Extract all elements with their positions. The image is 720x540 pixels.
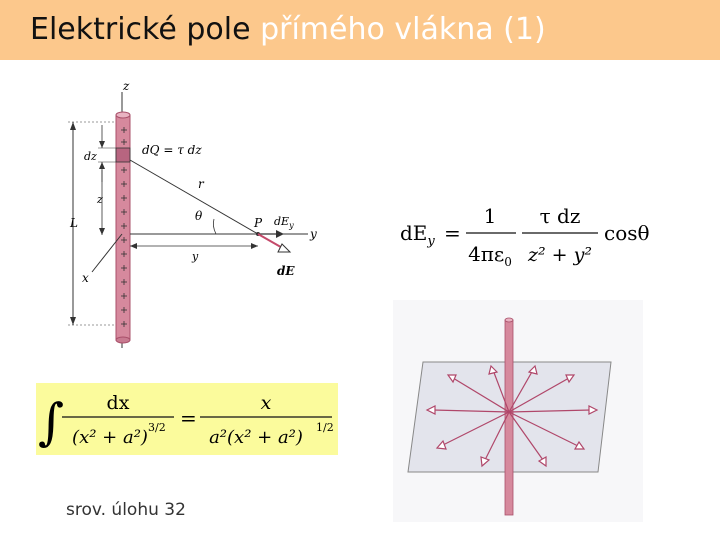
integral-formula: ∫ dx (x² + a²) 3/2 = x a²(x² + a²) 1/2 (38, 392, 334, 451)
label-dQ: dQ = τ dz (142, 143, 202, 157)
rod-field-diagram: z L dz z dQ = τ dz r θ (68, 79, 317, 348)
label-x: x (82, 271, 89, 285)
title-part-1: Elektrické pole (30, 12, 251, 47)
eq-num2: τ dz (540, 204, 581, 228)
int-den-left: (x² + a²) (72, 427, 148, 448)
note-text: srov. úlohu 32 (66, 500, 186, 520)
radial-field-diagram (393, 300, 643, 522)
header-bar: Elektrické pole přímého vlákna (1) (0, 0, 720, 60)
label-r: r (198, 177, 205, 191)
rod-charges (121, 127, 127, 327)
integral-box: ∫ dx (x² + a²) 3/2 = x a²(x² + a²) 1/2 (36, 383, 338, 455)
eq-tail: cosθ (604, 221, 650, 245)
eq-den2: z² + y² (527, 244, 592, 266)
label-z-dist: z (96, 193, 103, 206)
int-num-left: dx (107, 392, 130, 414)
label-L: L (69, 216, 78, 230)
int-exp-left: 3/2 (148, 421, 166, 434)
eq-num1: 1 (484, 204, 497, 228)
field-arrows (425, 364, 599, 468)
int-den-right: a²(x² + a²) (209, 427, 303, 448)
svg-text:=: = (444, 221, 461, 245)
int-num-right: x (261, 392, 272, 414)
label-y-dist: y (191, 250, 199, 263)
label-z-axis: z (122, 79, 130, 93)
r-line (129, 159, 259, 235)
label-dz: dz (84, 150, 97, 163)
int-exp-right: 1/2 (316, 421, 334, 434)
title-part-2: přímého vlákna (1) (260, 12, 546, 47)
integral-sign: ∫ (38, 393, 64, 451)
eq-den1: 4πε0 (468, 242, 512, 269)
svg-text:=: = (180, 406, 197, 430)
label-dE: dE (277, 264, 295, 278)
page-title: Elektrické pole přímého vlákna (1) (30, 10, 546, 50)
dz-element (115, 147, 131, 163)
label-y-axis: y (309, 227, 317, 241)
label-P: P (253, 216, 263, 230)
eq-lhs: dEy (400, 221, 435, 249)
label-dEy: dEy (274, 215, 294, 230)
label-theta: θ (195, 209, 203, 223)
field-equation: dEy = 1 4πε0 τ dz z² + y² cosθ (400, 204, 650, 269)
